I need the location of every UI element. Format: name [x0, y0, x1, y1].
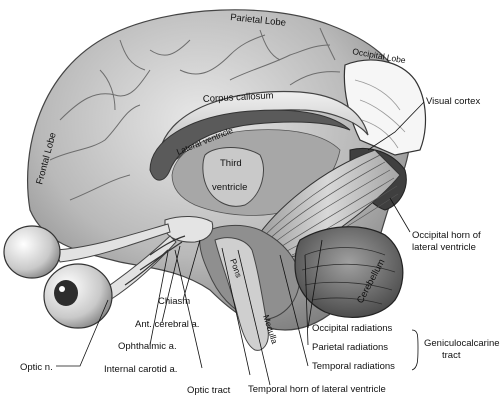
label-visual-cortex: Visual cortex	[426, 96, 480, 107]
label-leader-lines	[56, 101, 425, 386]
lateral-ventricle	[149, 109, 351, 181]
label-optic-tract: Optic tract	[187, 385, 231, 396]
cortex-gyri	[49, 27, 341, 201]
label-third-ventricle-line2: ventricle	[212, 182, 247, 193]
optic-nerve-upper	[54, 223, 171, 263]
label-ophthalmic-a: Ophthalmic a.	[118, 341, 177, 352]
label-third-ventricle-line1: Third	[220, 158, 242, 169]
label-occipital-radiations: Occipital radiations	[312, 323, 393, 334]
label-chiasm: Chiasm	[158, 296, 190, 307]
label-ant-cerebral-a: Ant. cerebral a.	[135, 319, 199, 330]
label-corpus-callosum: Corpus callosum	[203, 90, 274, 105]
label-occipital-horn-line2: lateral ventricle	[412, 242, 476, 253]
label-occipital-horn-line1: Occipital horn of	[412, 230, 481, 241]
label-temporal-radiations: Temporal radiations	[312, 361, 395, 372]
label-parietal-radiations: Parietal radiations	[312, 342, 388, 353]
label-internal-carotid-a: Internal carotid a.	[104, 364, 177, 375]
label-geniculocalcarine-line2: tract	[442, 350, 461, 361]
cerebral-arteries	[124, 235, 186, 286]
third-ventricle	[202, 147, 264, 207]
cerebellum	[294, 226, 404, 318]
label-temporal-horn: Temporal horn of lateral ventricle	[248, 384, 386, 395]
label-optic-n: Optic n.	[20, 362, 53, 373]
eye-lower	[43, 263, 113, 329]
eye-upper	[3, 225, 61, 279]
label-geniculocalcarine-line1: Geniculocalcarine	[424, 338, 500, 349]
optic-nerve-lower	[99, 235, 177, 301]
